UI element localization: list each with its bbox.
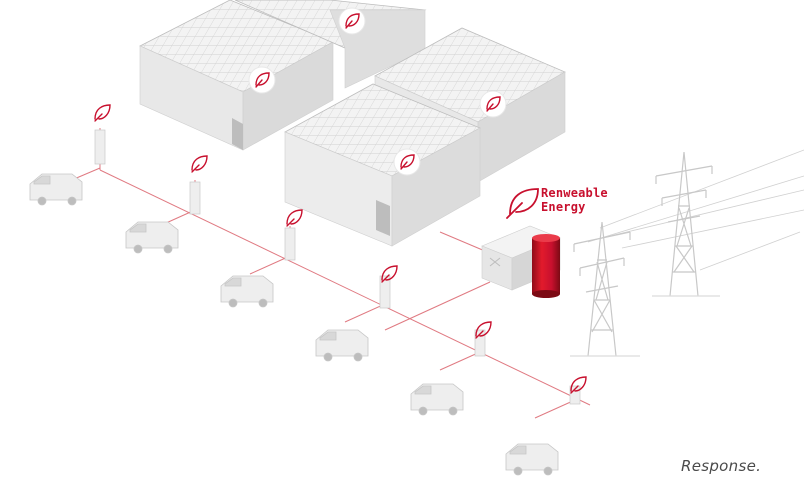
- warehouse-front: [284, 83, 481, 247]
- leaf-icon: [506, 188, 539, 219]
- charger-leaf-icons: [94, 104, 587, 394]
- charging-station-icon: [94, 129, 581, 405]
- watermark-logo: Response.: [681, 457, 762, 475]
- battery-icon: [532, 234, 560, 298]
- delivery-van-icon: [29, 173, 559, 476]
- renewable-label-line2: Energy: [541, 200, 586, 214]
- renewable-label-line1: Renweable: [541, 186, 608, 200]
- warehouse-back-left: [139, 0, 334, 151]
- roof-leaf-icons: [248, 7, 507, 176]
- transmission-tower-icon: [570, 151, 720, 357]
- transmission-lines: [587, 149, 804, 271]
